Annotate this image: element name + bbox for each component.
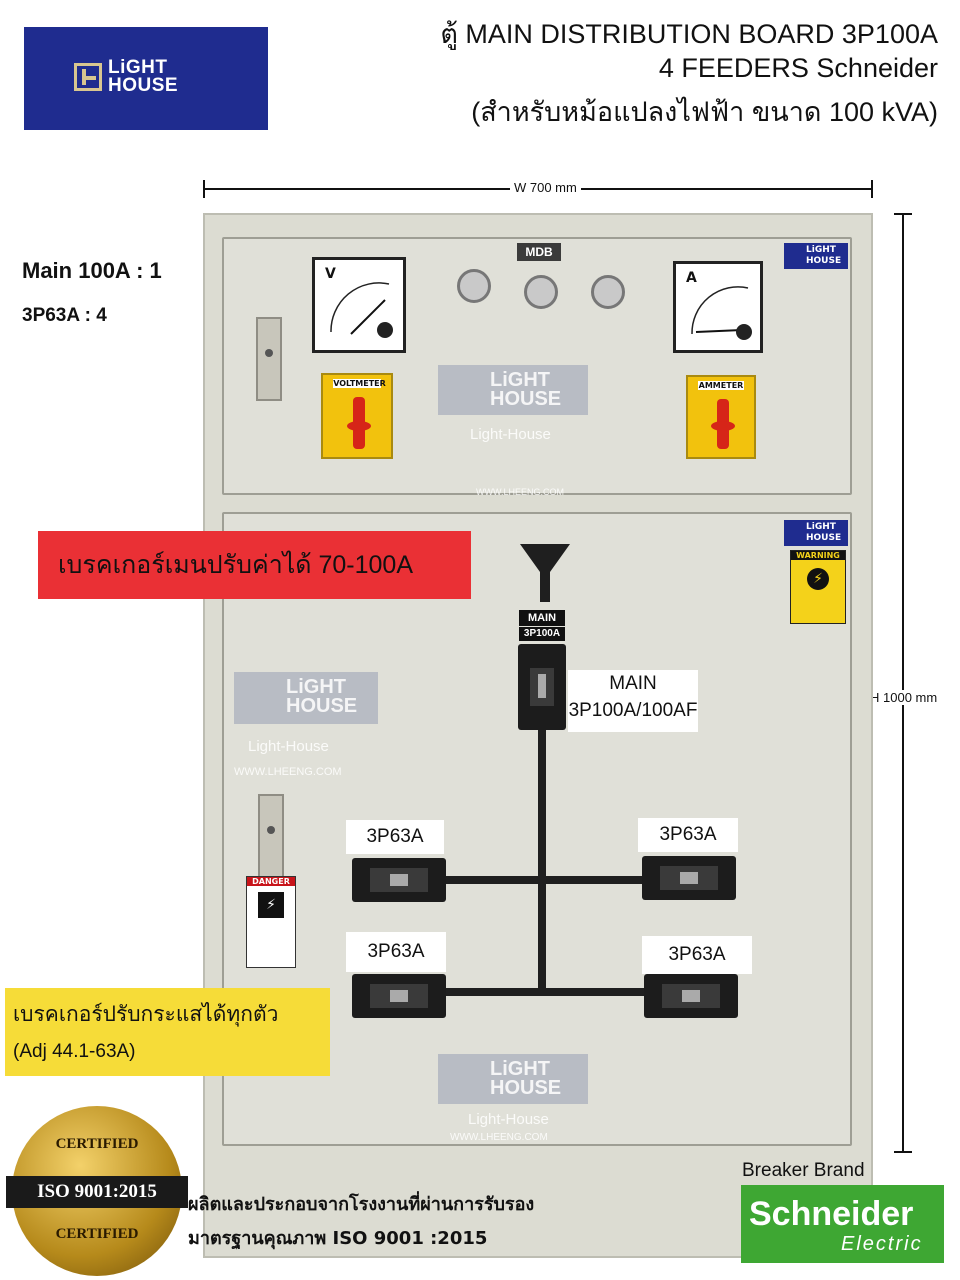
feeder-label-1: 3P63A [346,820,444,854]
bottom-panel-door: LiGHT HOUSE WARNING ⚡ MAIN 3P100A MAIN 3… [222,512,852,1146]
voltmeter-selector-switch[interactable]: VOLTMETER [321,373,393,459]
feeder-breaker-4[interactable] [644,974,738,1018]
schneider-electric-logo: Schneider Electric [741,1185,944,1263]
width-dimension-label: W 700 mm [510,180,581,195]
top-door-handle[interactable] [256,317,282,401]
breaker-brand-label: Breaker Brand [742,1160,865,1181]
height-dimension-line [902,213,904,1153]
voltmeter-letter: V [325,266,336,282]
main-spec: Main 100A : 1 [22,258,162,283]
top-watermark-text: Light-House [470,426,551,443]
page-title: ตู้ MAIN DISTRIBUTION BOARD 3P100A 4 FEE… [440,17,938,129]
lightning-icon: ⚡ [807,568,829,590]
feeder-breaker-4-toggle[interactable] [682,990,700,1002]
title-line2: 4 FEEDERS Schneider [658,53,938,83]
lower-bus-horizontal [444,988,646,996]
middle-watermark-logo: LiGHT HOUSE [234,672,378,724]
factory-certification-text: ผลิตและประกอบจากโรงงานที่ผ่านการรับรอง ม… [188,1194,535,1249]
keyhole-icon [265,349,273,357]
middle-watermark-url: WWW.LHEENG.COM [234,766,342,778]
lighthouse-logo: LiGHT HOUSE [24,27,268,130]
logo-line1: LiGHT [108,57,168,78]
feeder-breaker-callout: เบรคเกอร์ปรับกระแสได้ทุกตัว (Adj 44.1-63… [5,988,330,1076]
bottom-watermark-logo: LiGHT HOUSE [438,1054,588,1104]
feeder-breaker-1-toggle[interactable] [390,874,408,886]
title-line1: ตู้ MAIN DISTRIBUTION BOARD 3P100A [440,19,938,49]
iso-ribbon: ISO 9001:2015 [6,1176,188,1208]
feeder-breaker-3-toggle[interactable] [390,990,408,1002]
main-breaker[interactable] [518,644,566,730]
ammeter: A [673,261,763,353]
main-tag: MAIN [519,610,565,626]
pilot-lamp-1 [457,269,491,303]
height-dimension-tick-bottom [894,1151,912,1153]
top-panel-door: MDB V A VOLTMETER AMMETER [222,237,852,497]
feeder-label-2: 3P63A [638,818,738,852]
mdb-label: MDB [517,243,561,261]
ammeter-selector-label: AMMETER [697,381,745,390]
width-dimension-tick-right [871,180,873,198]
iso-certified-seal: CERTIFIED ISO 9001:2015 CERTIFIED [6,1106,188,1276]
middle-watermark-text: Light-House [248,738,329,755]
incoming-supply-icon [520,544,570,602]
feeder-label-3: 3P63A [346,932,446,972]
ammeter-dial-icon [691,286,752,340]
voltmeter-selector-label: VOLTMETER [333,379,386,388]
bottom-watermark-url: WWW.LHEENG.COM [450,1132,548,1143]
feeder-breaker-2-toggle[interactable] [680,872,698,884]
bottom-door-handle[interactable] [258,794,284,878]
pilot-lamp-2 [524,275,558,309]
top-panel-brand-sticker: LiGHT HOUSE [784,243,848,269]
main-breaker-label: MAIN 3P100A/100AF [568,670,698,732]
bottom-watermark-text: Light-House [468,1111,549,1128]
feeder-breaker-3[interactable] [352,974,446,1018]
voltmeter-dial-icon [330,282,393,338]
top-watermark-url: WWW.LHEENG.COM [476,487,564,497]
title-line3: (สำหรับหม้อแปลงไฟฟ้า ขนาด 100 kVA) [471,97,938,127]
bottom-panel-brand-sticker: LiGHT HOUSE [784,520,848,546]
width-dimension-tick-left [203,180,205,198]
logo-line2: HOUSE [108,75,179,96]
lighthouse-glyph-icon [74,63,102,91]
ammeter-selector-switch[interactable]: AMMETER [686,375,756,459]
upper-bus-horizontal [444,876,646,884]
main-rating-tag: 3P100A [519,627,565,641]
ammeter-letter: A [686,270,697,286]
feeder-breaker-2[interactable] [642,856,736,900]
lighthouse-logo-mark: LiGHT HOUSE [74,57,179,96]
main-breaker-callout: เบรคเกอร์เมนปรับค่าได้ 70-100A [38,531,471,599]
voltmeter: V [312,257,406,353]
height-dimension-tick-top [894,213,912,215]
warning-sticker: WARNING ⚡ [790,550,846,624]
feeder-label-4: 3P63A [642,936,752,974]
main-breaker-toggle[interactable] [538,674,546,698]
electric-shock-icon: ⚡ [258,892,284,918]
height-dimension-label: H 1000 mm [866,690,942,705]
pilot-lamp-3 [591,275,625,309]
feeder-spec: 3P63A : 4 [22,305,107,326]
keyhole-icon [267,826,275,834]
top-watermark-logo: LiGHT HOUSE [438,365,588,415]
feeder-breaker-1[interactable] [352,858,446,902]
main-bus-vertical [538,730,546,994]
danger-sticker: DANGER ⚡ [246,876,296,968]
